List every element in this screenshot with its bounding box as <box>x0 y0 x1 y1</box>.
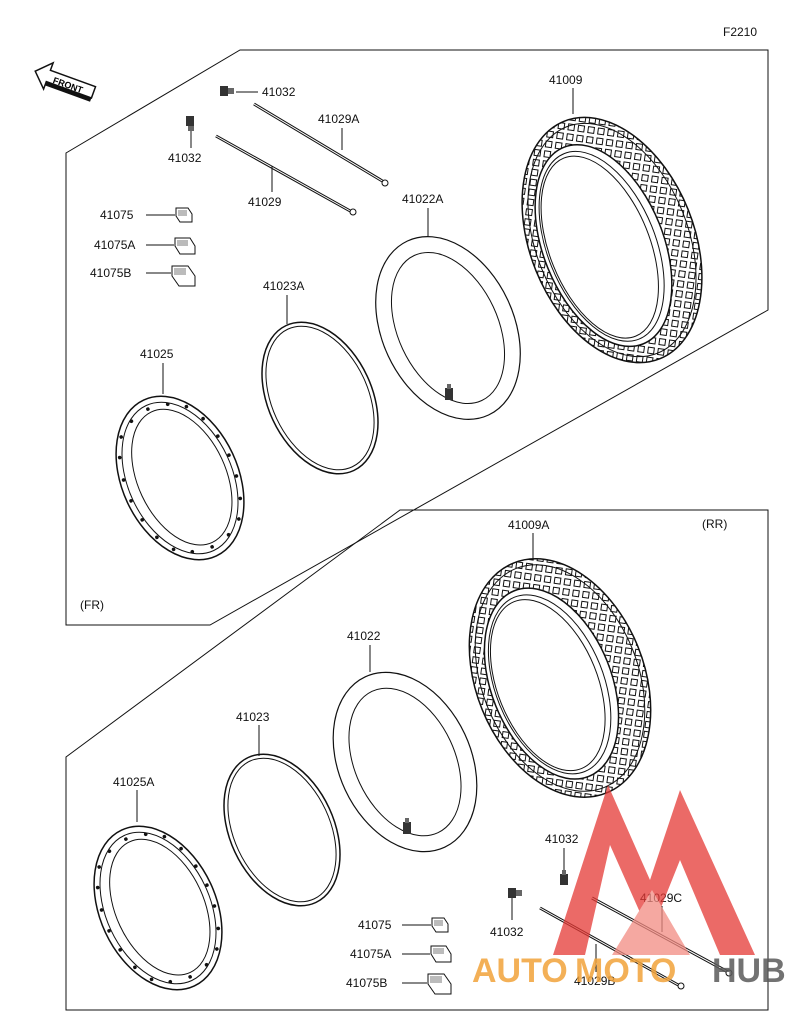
label-41032-b: 41032 <box>168 151 202 165</box>
tube-41022A <box>375 236 521 420</box>
label-41029A: 41029A <box>318 112 359 126</box>
valve-cap-41032-b <box>186 116 194 131</box>
tire-41009A <box>468 558 652 798</box>
rim-41025A <box>93 825 223 991</box>
rim-band-41023A <box>261 321 379 475</box>
rod-41029 <box>215 134 357 216</box>
label-41023A: 41023A <box>263 279 304 293</box>
label-41023: 41023 <box>236 710 270 724</box>
rod-41029B <box>539 906 685 990</box>
tube-41022 <box>332 671 478 853</box>
label-41022A: 41022A <box>402 192 443 206</box>
rear-section-frame <box>65 509 769 1011</box>
label-41075B-front: 41075B <box>90 266 131 280</box>
nut-41075B-front <box>171 265 196 287</box>
nut-41075B-rear <box>427 973 452 995</box>
rim-41025 <box>115 395 245 561</box>
tube-valve-front <box>445 384 453 400</box>
label-41025: 41025 <box>140 347 174 361</box>
watermark-moto: MOTO <box>575 952 676 990</box>
watermark-logo-icon <box>553 785 755 955</box>
nut-41075-front <box>175 207 193 223</box>
front-section-frame <box>65 49 769 626</box>
watermark-hub: HUB <box>712 952 786 990</box>
label-41032-d: 41032 <box>490 925 524 939</box>
rear-section-tag: (RR) <box>702 517 727 531</box>
valve-cap-41032-c <box>560 870 568 885</box>
label-41075-front: 41075 <box>100 208 134 222</box>
rod-41029A <box>253 102 389 187</box>
label-41029B: 41029B <box>574 974 615 988</box>
nut-41075A-rear <box>430 945 452 963</box>
front-arrow-icon: FRONT <box>34 61 97 102</box>
nut-41075-rear <box>431 917 449 933</box>
label-41032-a: 41032 <box>262 85 296 99</box>
label-41032-c: 41032 <box>545 832 579 846</box>
label-41075A-front: 41075A <box>94 238 135 252</box>
label-41029: 41029 <box>248 195 282 209</box>
rim-band-41023 <box>223 753 341 907</box>
label-41075-rear: 41075 <box>358 918 392 932</box>
watermark-auto: AUTO <box>472 952 568 990</box>
label-41075B-rear: 41075B <box>346 976 387 990</box>
valve-cap-41032-a <box>220 86 234 96</box>
label-41075A-rear: 41075A <box>350 947 391 961</box>
label-41009A: 41009A <box>508 518 549 532</box>
valve-cap-41032-d <box>508 888 522 898</box>
figure-code: F2210 <box>723 25 757 39</box>
front-section-tag: (FR) <box>80 598 104 612</box>
label-41025A: 41025A <box>113 775 154 789</box>
tire-41009 <box>521 116 703 364</box>
label-41022: 41022 <box>347 629 381 643</box>
label-41009: 41009 <box>549 73 583 87</box>
watermark-text: AUTO MOTO HUB <box>472 952 786 990</box>
nut-41075A-front <box>174 237 196 255</box>
tube-valve-rear <box>403 818 411 834</box>
